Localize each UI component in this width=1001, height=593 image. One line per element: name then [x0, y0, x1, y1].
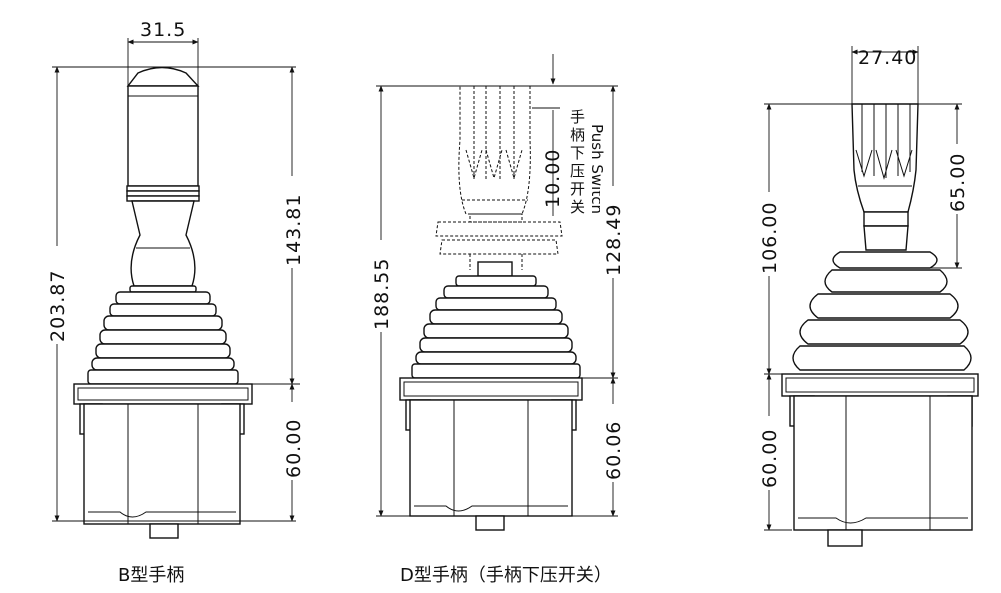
- note-cn-char: 关: [570, 198, 585, 216]
- dim-grip-height: 65.00: [947, 153, 969, 212]
- grip-body: [127, 85, 199, 187]
- note-cn-char: 开: [570, 180, 585, 198]
- dim-top-width: 31.5: [140, 19, 186, 41]
- note-cn-char: 柄: [570, 126, 585, 144]
- note-cn-char: 压: [570, 162, 585, 180]
- view-third-handle: 27.40 106.00 65.00 60.00: [756, 46, 979, 547]
- dim-total-height: 188.55: [371, 258, 393, 330]
- view-d-type-handle: 188.55 10.00 手 柄 下 压 开 关 Push Switch 128…: [368, 54, 626, 586]
- mounting-flange: [73, 383, 253, 405]
- dim-base-height: 60.00: [759, 429, 781, 488]
- caption-b-type: B型手柄: [118, 565, 184, 586]
- base-body: [83, 403, 241, 525]
- base-body: [409, 399, 573, 517]
- base-body: [793, 395, 973, 531]
- dim-upper-height: 143.81: [283, 194, 305, 266]
- note-cn-char: 手: [570, 108, 585, 126]
- push-switch-note: 手 柄 下 压 开 关 Push Switch: [570, 108, 606, 216]
- caption-d-type: D型手柄（手柄下压开关）: [400, 565, 612, 586]
- dim-switch-travel: 10.00: [542, 149, 564, 208]
- grip-outline-dashed: [458, 85, 531, 215]
- rubber-bellows: [411, 275, 581, 379]
- mounting-flange: [399, 377, 583, 401]
- view-b-type-handle: 31.5 203.87 143.81 60.00 B型手柄: [44, 19, 306, 586]
- dim-base-height: 60.06: [603, 421, 625, 480]
- grip-neck: [130, 200, 196, 287]
- dim-upper-height: 128.49: [603, 204, 625, 276]
- mounting-flange: [781, 373, 979, 397]
- dim-top-width: 27.40: [858, 47, 917, 69]
- dim-total-height: 203.87: [47, 270, 69, 342]
- grip-cap: [126, 66, 200, 87]
- dim-upper-height: 106.00: [759, 202, 781, 274]
- note-cn-char: 下: [570, 144, 585, 162]
- dim-base-height: 60.00: [283, 419, 305, 478]
- rubber-bellows: [87, 285, 239, 385]
- rubber-bellows: [792, 269, 972, 371]
